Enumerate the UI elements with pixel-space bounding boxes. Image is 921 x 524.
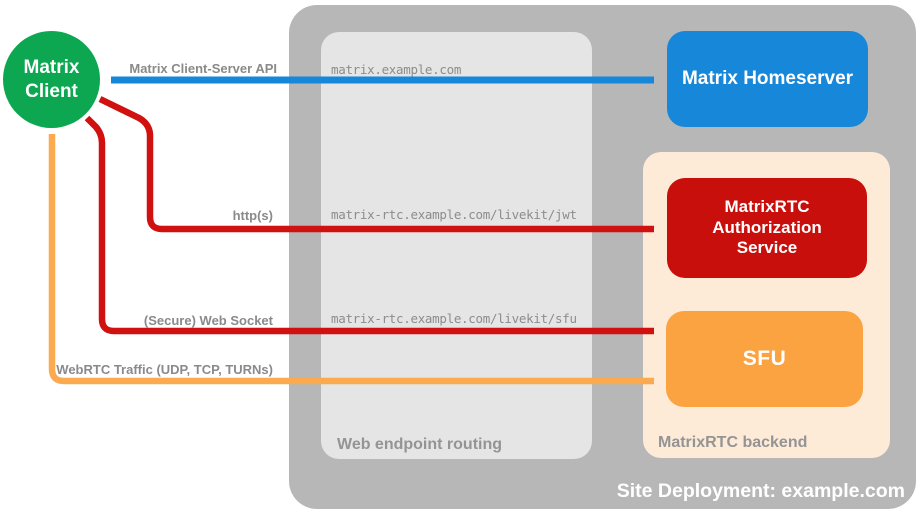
endpoint-matrix-example-com: matrix.example.com <box>331 62 462 77</box>
matrixrtc-backend-caption: MatrixRTC backend <box>658 434 808 451</box>
webrtc-traffic-arrow-label: WebRTC Traffic (UDP, TCP, TURNs) <box>56 362 273 377</box>
site-deployment-caption: Site Deployment: example.com <box>616 480 905 502</box>
matrix-homeserver-label: Matrix Homeserver <box>681 68 854 89</box>
sfu-node: SFU <box>666 311 863 407</box>
https-arrow-label: http(s) <box>232 208 273 223</box>
endpoint-livekit-sfu: matrix-rtc.example.com/livekit/sfu <box>331 311 577 326</box>
matrix-client-node: Matrix Client <box>3 31 100 128</box>
websocket-arrow-label: (Secure) Web Socket <box>143 313 273 328</box>
matrixrtc-authorization-service-label: MatrixRTC Authorization Service <box>712 196 822 258</box>
web-endpoint-routing-caption: Web endpoint routing <box>337 436 503 453</box>
web-endpoint-routing-container <box>321 32 592 459</box>
client-server-api-arrow-label: Matrix Client-Server API <box>129 61 277 76</box>
matrix-homeserver-node: Matrix Homeserver <box>667 31 868 127</box>
sfu-label: SFU <box>742 347 787 370</box>
endpoint-livekit-jwt: matrix-rtc.example.com/livekit/jwt <box>331 207 577 222</box>
matrixrtc-authorization-service-node: MatrixRTC Authorization Service <box>667 178 867 278</box>
matrix-client-label: Matrix Client <box>23 56 80 102</box>
